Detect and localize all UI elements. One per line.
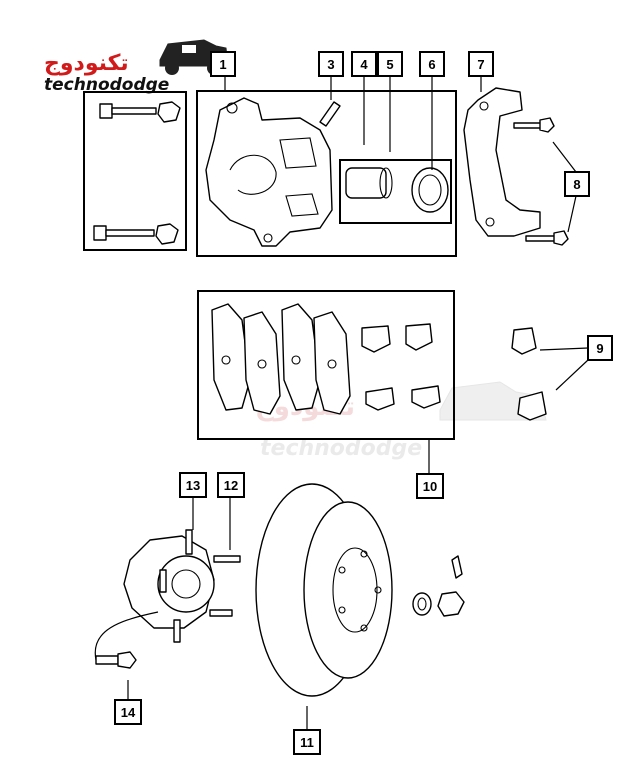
hub-bearing (123, 529, 241, 643)
guide-pin-kit-box (83, 91, 187, 251)
pad-clips (361, 323, 441, 411)
callout-3: 3 (318, 51, 344, 77)
brake-rotor (255, 483, 393, 697)
callout-12: 12 (217, 472, 245, 498)
logo-arabic-text: تكنودوج (44, 51, 129, 76)
callout-12-label: 12 (224, 478, 238, 493)
caliper-box (196, 90, 457, 257)
callout-7-label: 7 (477, 57, 484, 72)
callout-10-label: 10 (423, 479, 437, 494)
callout-8: 8 (564, 171, 590, 197)
caliper-piston (345, 167, 393, 199)
callout-11-label: 11 (300, 735, 314, 750)
callout-6: 6 (419, 51, 445, 77)
piston-seal-box (339, 159, 452, 224)
brake-pad-kit-box (197, 290, 455, 440)
callout-1: 1 (210, 51, 236, 77)
caliper-adapter (463, 87, 541, 237)
callout-1-label: 1 (219, 57, 226, 72)
brand-logo: تكنودوج technododge (44, 39, 229, 95)
adapter-bolts (513, 117, 569, 246)
callout-5-label: 5 (386, 57, 393, 72)
callout-9-label: 9 (596, 341, 603, 356)
guide-pin-bolts (93, 101, 181, 245)
callout-14-label: 14 (121, 705, 136, 720)
callout-3-label: 3 (327, 57, 334, 72)
logo-english-text: technododge (44, 75, 169, 95)
callout-13-label: 13 (186, 478, 200, 493)
bleeder-screw (319, 101, 341, 127)
mounting-bolt (95, 651, 137, 669)
callout-4: 4 (351, 51, 377, 77)
callout-6-label: 6 (428, 57, 435, 72)
abutment-clips (511, 327, 547, 421)
brake-caliper (205, 97, 333, 247)
leader-lines (94, 76, 589, 730)
callout-8-label: 8 (573, 177, 580, 192)
brake-pads (211, 303, 351, 415)
callout-4-label: 4 (360, 57, 368, 72)
callout-9: 9 (587, 335, 613, 361)
callout-5: 5 (377, 51, 403, 77)
callout-14: 14 (114, 699, 142, 725)
callout-10: 10 (416, 473, 444, 499)
callout-13: 13 (179, 472, 207, 498)
hub-nut (412, 555, 465, 617)
callout-11: 11 (293, 729, 321, 755)
callout-7: 7 (468, 51, 494, 77)
watermark-english-text: technododge (260, 436, 422, 461)
piston-seal (411, 167, 449, 213)
